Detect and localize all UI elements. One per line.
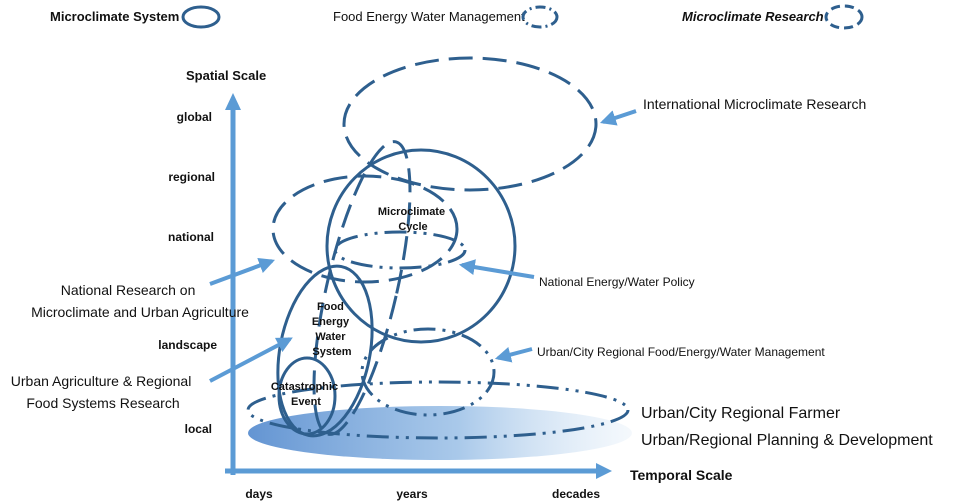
international-research-label: International Microclimate Research [643,96,866,112]
urban-farmer-label: Urban/City Regional Farmer [641,405,841,422]
urban-planning-label: Urban/Regional Planning & Development [641,432,933,449]
x-tick-days: days [245,487,273,501]
legend-system-label: Microclimate System [50,9,179,24]
y-tick-global: global [177,110,212,124]
catastrophic-event-ellipse [277,356,337,436]
microclimate-cycle-label: Microclimate Cycle [378,206,448,233]
x-tick-years: years [396,487,428,501]
microclimate-cycle-ellipse [325,148,517,344]
urban-ag-research-label: Urban Agriculture & Regional Food System… [11,373,195,411]
international-research-arrow [599,109,637,126]
urban-management-ellipse [360,327,496,417]
legend-research-swatch [824,4,864,30]
axes: Spatial Scale Temporal Scale global regi… [158,68,732,501]
national-research-ellipse [271,174,459,284]
x-tick-decades: decades [552,487,600,501]
urban-management-label: Urban/City Regional Food/Energy/Water Ma… [537,345,825,359]
catastrophic-event-label: Catastrophic Event [271,381,341,408]
urban-ag-research-arrow [209,337,293,383]
national-research-arrow [209,257,276,286]
y-tick-landscape: landscape [158,338,217,352]
international-research-ellipse [342,56,598,192]
legend-system-swatch [181,5,221,29]
urban-planning-ellipse [246,380,630,440]
few-system-label: Food Energy Water System [312,301,352,358]
x-axis-arrowhead [596,463,612,479]
y-tick-regional: regional [168,170,215,184]
annotation-arrows [209,109,637,383]
national-policy-label: National Energy/Water Policy [539,275,695,289]
x-axis-title: Temporal Scale [630,467,733,483]
national-policy-ellipse [333,230,467,270]
y-tick-national: national [168,230,214,244]
legend-few-label: Food Energy Water Management [333,9,525,24]
y-tick-local: local [185,422,212,436]
y-axis-arrowhead [225,93,241,110]
urban-management-arrow [494,346,533,363]
national-policy-arrow [458,259,535,279]
national-research-label: National Research on Microclimate and Ur… [31,282,249,320]
y-axis-title: Spatial Scale [186,68,266,83]
legend-few-swatch [521,5,559,29]
legend: Microclimate System Food Energy Water Ma… [50,4,864,30]
legend-research-label: Microclimate Research [682,9,824,24]
